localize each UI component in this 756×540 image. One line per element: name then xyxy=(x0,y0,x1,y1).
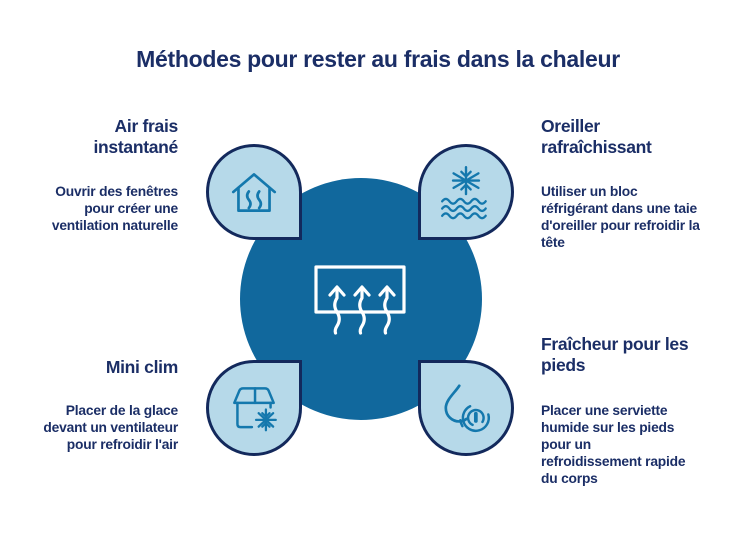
section-pieds: Fraîcheur pour les pieds Placer une serv… xyxy=(541,334,746,487)
section-mini-clim: Mini clim Placer de la glace devant un v… xyxy=(6,357,178,453)
section-heading: Oreiller rafraîchissant xyxy=(541,116,652,157)
snowflake-waves-icon xyxy=(440,165,487,220)
section-body: Ouvrir des fenêtres pour créer une venti… xyxy=(51,184,178,233)
water-drop-cooling-icon xyxy=(444,384,491,433)
ice-box-snowflake-icon xyxy=(233,387,277,432)
section-body: Placer une serviette humide sur les pied… xyxy=(541,403,686,486)
house-heat-icon xyxy=(231,173,277,212)
page-title: Méthodes pour rester au frais dans la ch… xyxy=(136,46,620,72)
bubble-air-frais xyxy=(206,144,302,240)
section-heading: Mini clim xyxy=(105,357,178,377)
window-airflow-icon xyxy=(314,265,406,335)
bubble-oreiller xyxy=(418,144,514,240)
section-heading: Air frais instantané xyxy=(93,116,178,157)
section-oreiller: Oreiller rafraîchissant Utiliser un bloc… xyxy=(541,116,746,251)
bubble-mini-clim xyxy=(206,360,302,456)
section-body: Placer de la glace devant un ventilateur… xyxy=(43,403,178,452)
section-air-frais: Air frais instantané Ouvrir des fenêtres… xyxy=(6,116,178,234)
section-heading: Fraîcheur pour les pieds xyxy=(541,334,689,375)
section-body: Utiliser un bloc réfrigérant dans une ta… xyxy=(541,184,700,250)
bubble-pieds xyxy=(418,360,514,456)
